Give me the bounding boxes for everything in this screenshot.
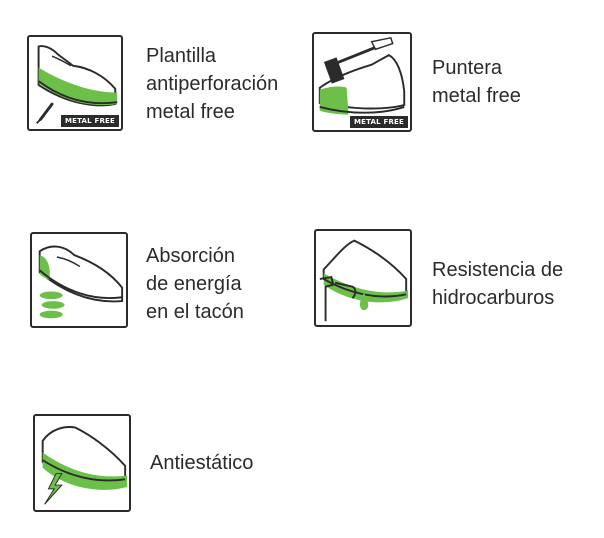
heel-energy-absorption-icon bbox=[30, 232, 128, 328]
feature-label: Absorción de energía en el tacón bbox=[146, 245, 244, 323]
feature-label: Puntera metal free bbox=[432, 57, 521, 107]
metal-free-badge: METAL FREE bbox=[349, 116, 408, 128]
feature-label: Plantilla antiperforación metal free bbox=[146, 45, 279, 123]
feature-label: Antiestático bbox=[150, 452, 254, 474]
antistatic-icon bbox=[33, 414, 131, 512]
feature-label: Resistencia de hidrocarburos bbox=[432, 259, 564, 309]
metal-free-insole-icon: METAL FREE bbox=[27, 35, 123, 131]
metal-free-toecap-icon: METAL FREE bbox=[312, 32, 412, 132]
metal-free-badge: METAL FREE bbox=[60, 115, 119, 127]
hydrocarbon-resistance-icon bbox=[314, 229, 412, 327]
